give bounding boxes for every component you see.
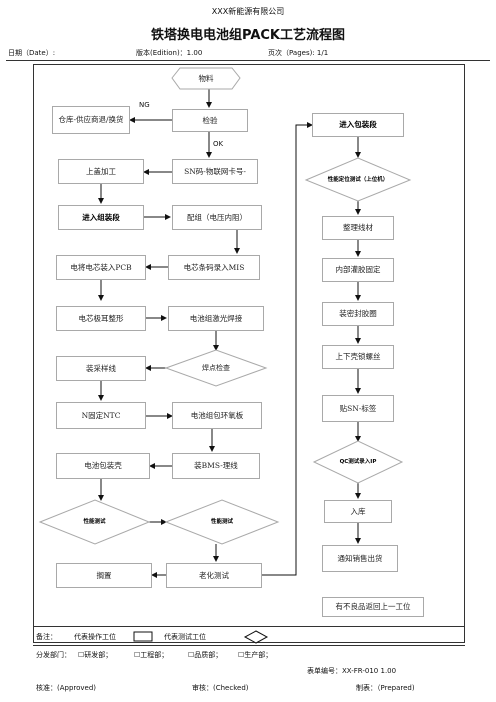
seal-ring-box: 装密封胶圈 [322,302,394,326]
qc-entry-label: QC测试录入IP [339,458,377,465]
arrange-wire-box: 整理线材 [322,216,394,240]
cover-process-box: 上盖加工 [58,159,144,184]
grouping-box: 配组（电压内阻） [172,205,262,230]
dept-prod-checkbox[interactable]: ☐生产部； [238,651,273,659]
sn-label-box: 贴SN-标签 [322,395,394,422]
ok-label: OK [213,140,224,148]
notify-sales-box: 通知销售出货 [322,545,398,572]
edition-field: 版本(Edition)：1.00 [136,49,203,57]
legend-test-text: 代表测试工位 [164,633,206,641]
flowchart-frame [33,64,465,643]
date-field: 日期（Date）: [8,49,56,57]
aging-box: 老化测试 [166,563,262,588]
cell-to-pcb-box: 电将电芯装入PCB [56,255,146,280]
perf-pos-test-label: 性能定位测试（上位机） [327,176,389,183]
legend-operation-text: 代表操作工位 [74,633,116,641]
perf-pos-test-diamond [304,157,412,202]
remark-label: 备注： [36,633,57,641]
perf-test-2-diamond [164,499,280,545]
perf-test-1-diamond [38,499,151,545]
legend-top-rule [33,626,465,627]
perf-test-1-label: 性能测试 [83,518,106,525]
sampling-wire-box: 装采样线 [56,356,146,381]
warehouse-return-box: 仓库-供应商退/换货 [52,106,130,134]
enter-group-box: 进入组装段 [58,205,144,230]
sn-card-box: SN码-物联网卡号- [172,159,258,184]
dept-eng-checkbox[interactable]: ☐工程部； [134,651,169,659]
epoxy-box: 电池组包环氧板 [172,402,262,429]
shelve-box: 搁置 [56,563,152,588]
weld-check-diamond [164,349,268,387]
inspect-box: 检验 [172,109,248,132]
company-name: XXX新能源有限公司 [211,7,285,16]
perf-test-2-label: 性能测试 [210,518,233,525]
departments-label: 分发部门： [36,651,71,659]
prepared-field: 制表：（Prepared) [356,684,415,692]
tab-shaping-box: 电芯极耳整形 [56,306,146,331]
dept-rd-checkbox[interactable]: ☐研发部； [78,651,113,659]
pages-field: 页次（Pages): 1/1 [268,49,329,57]
weld-check-label: 焊点检查 [202,363,230,372]
form-number: 表单编号：XX-FR-010 1.00 [307,667,397,675]
dept-qa-checkbox[interactable]: ☐品质部； [188,651,223,659]
pack-case-box: 电池包装壳 [56,453,150,479]
approved-field: 核准：(Approved) [36,684,97,692]
checked-field: 审核：(Checked) [192,684,249,692]
page-title: 铁塔换电电池组PACK工艺流程图 [150,28,345,43]
qc-entry-diamond [312,440,404,484]
ng-label: NG [139,101,150,109]
lock-screw-box: 上下壳锁螺丝 [322,345,394,369]
material-label: 物料 [198,74,214,83]
glue-box: 内部灌胶固定 [322,258,394,282]
laser-weld-box: 电池组激光焊接 [168,306,264,331]
ntc-box: N固定NTC [56,402,146,429]
bms-box: 装BMS-理线 [172,453,260,479]
header-rule [6,60,490,61]
cell-barcode-box: 电芯条码录入MIS [168,255,260,280]
material-shape [171,67,241,90]
storage-box: 入库 [324,500,392,523]
enter-pack-box: 进入包装段 [312,113,404,137]
departments-top-rule [33,645,465,646]
legend-box [133,631,153,642]
legend-diamond [243,630,269,644]
defect-note-box: 有不良品返回上一工位 [322,597,424,617]
